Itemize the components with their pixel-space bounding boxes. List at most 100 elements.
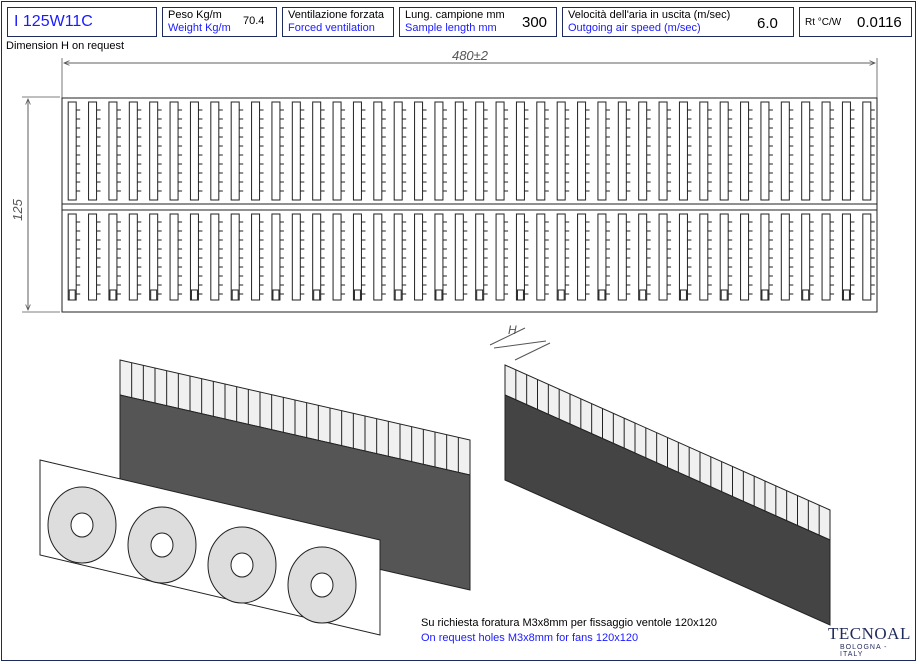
fan-hub xyxy=(70,512,94,538)
weight-value: 70.4 xyxy=(243,15,265,27)
profile-fin xyxy=(332,101,342,201)
profile-fin xyxy=(841,213,851,301)
profile-fin xyxy=(780,101,790,201)
mounting-slot xyxy=(394,289,402,301)
width-dimension-label: 480±2 xyxy=(452,48,489,63)
profile-fin xyxy=(719,213,729,301)
length-box: Lung. campione mm Sample length mm 300 xyxy=(399,7,557,37)
profile-fin xyxy=(617,213,627,301)
profile-fin xyxy=(373,213,383,301)
profile-fin xyxy=(740,213,750,301)
mounting-slot xyxy=(313,289,321,301)
weight-label-it: Peso Kg/m xyxy=(168,9,222,21)
mounting-slot xyxy=(557,289,565,301)
profile-fin xyxy=(536,213,546,301)
profile-fin xyxy=(556,101,566,201)
profile-fin xyxy=(251,101,261,201)
profile-fin xyxy=(312,101,322,201)
profile-fin xyxy=(88,101,98,201)
profile-fin xyxy=(495,213,505,301)
profile-fin xyxy=(271,101,281,201)
profile-fin xyxy=(475,213,485,301)
mounting-slot xyxy=(272,289,280,301)
profile-fin xyxy=(434,101,444,201)
length-label-it: Lung. campione mm xyxy=(405,9,505,21)
mounting-slot xyxy=(190,289,198,301)
ventilation-label-en: Forced ventilation xyxy=(288,22,375,34)
length-label-en: Sample length mm xyxy=(405,22,497,34)
profile-fin xyxy=(67,101,77,201)
profile-fin xyxy=(352,213,362,301)
profile-fin xyxy=(515,213,525,301)
mounting-slot xyxy=(109,289,117,301)
profile-fin xyxy=(780,213,790,301)
mounting-slot xyxy=(435,289,443,301)
product-code-box: I 125W11C xyxy=(7,7,157,37)
speed-label-it: Velocità dell'aria in uscita (m/sec) xyxy=(568,9,731,21)
profile-fin xyxy=(719,101,729,201)
profile-fin xyxy=(312,213,322,301)
profile-fin xyxy=(454,213,464,301)
profile-fin xyxy=(169,213,179,301)
profile-fin xyxy=(760,213,770,301)
weight-label-en: Weight Kg/m xyxy=(168,22,231,34)
profile-fin xyxy=(699,213,709,301)
profile-fin xyxy=(434,213,444,301)
drilling-note-en: On request holes M3x8mm for fans 120x120 xyxy=(421,632,639,644)
profile-fin xyxy=(678,213,688,301)
profile-fin xyxy=(536,101,546,201)
profile-fin xyxy=(414,101,424,201)
profile-fin xyxy=(821,213,831,301)
profile-fin xyxy=(373,101,383,201)
logo-city: BOLOGNA - ITALY xyxy=(840,644,888,658)
profile-fin xyxy=(149,101,159,201)
mounting-slot xyxy=(353,289,361,301)
rt-value: 0.0116 xyxy=(857,14,902,31)
profile-fin xyxy=(597,101,607,201)
mounting-slot xyxy=(231,289,239,301)
profile-fin xyxy=(291,101,301,201)
speed-box: Velocità dell'aria in uscita (m/sec) Out… xyxy=(562,7,794,37)
h-dimension-label: H xyxy=(508,323,517,337)
height-dimension-label: 125 xyxy=(10,198,25,220)
profile-fin xyxy=(414,213,424,301)
profile-fin xyxy=(475,101,485,201)
profile-fin xyxy=(149,213,159,301)
profile-fin xyxy=(658,101,668,201)
profile-fin xyxy=(169,101,179,201)
profile-fin xyxy=(760,101,770,201)
profile-fin xyxy=(821,101,831,201)
mounting-slot xyxy=(639,289,647,301)
mounting-slot xyxy=(802,289,810,301)
mounting-slot xyxy=(476,289,484,301)
profile-fin xyxy=(577,213,587,301)
drilling-note-it: Su richiesta foratura M3x8mm per fissagg… xyxy=(421,617,717,629)
length-value: 300 xyxy=(522,14,548,31)
mounting-slot xyxy=(761,289,769,301)
profile-fin xyxy=(108,101,118,201)
height-dimension xyxy=(22,96,60,313)
profile-fin xyxy=(251,213,261,301)
profile-fin xyxy=(128,213,138,301)
weight-box: Peso Kg/m Weight Kg/m 70.4 xyxy=(162,7,277,37)
profile-fin xyxy=(108,213,118,301)
profile-fin xyxy=(658,213,668,301)
profile-fin xyxy=(210,101,220,201)
ventilation-label-it: Ventilazione forzata xyxy=(288,9,385,21)
profile-fin xyxy=(230,213,240,301)
mounting-slot xyxy=(598,289,606,301)
profile-fin xyxy=(128,101,138,201)
profile-fin xyxy=(67,213,77,301)
isometric-view-heatsink xyxy=(489,327,831,626)
profile-fin xyxy=(638,213,648,301)
profile-fin xyxy=(597,213,607,301)
rt-label: Rt °C/W xyxy=(805,17,842,28)
profile-fin xyxy=(862,101,872,201)
profile-fin xyxy=(678,101,688,201)
mounting-slot xyxy=(516,289,524,301)
speed-label-en: Outgoing air speed (m/sec) xyxy=(568,22,701,34)
mounting-slot xyxy=(150,289,158,301)
profile-fin xyxy=(862,213,872,301)
